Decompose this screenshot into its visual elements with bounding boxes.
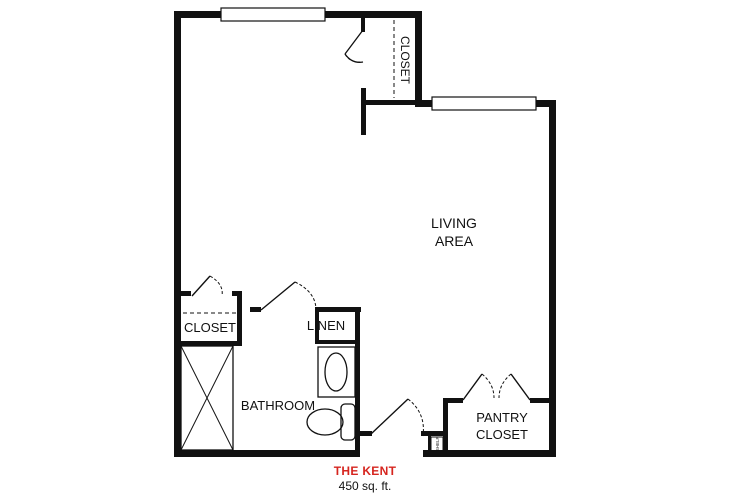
pantry-door-right: [510, 373, 531, 401]
bath-top-wall: [315, 307, 361, 312]
plan-area: 450 sq. ft.: [338, 479, 392, 493]
shower: [180, 345, 234, 451]
toilet: [306, 403, 356, 441]
closet-door-arc: [344, 53, 363, 63]
closet-door-swing: [344, 29, 364, 63]
exterior-walls: [174, 11, 556, 457]
sink-basin: [324, 352, 348, 392]
entry-stub-left: [360, 431, 372, 436]
top-closet: [344, 18, 415, 135]
toilet-tank: [340, 403, 356, 441]
pantry-door-right-arc: [498, 373, 512, 399]
label-shelf: SHELF: [435, 437, 440, 452]
window-top: [220, 7, 326, 22]
shower-outline: [180, 345, 234, 451]
bath-door: [260, 281, 296, 311]
pantry-closet: [443, 373, 549, 450]
wall-closet-right: [415, 11, 422, 107]
left-closet-right-wall: [237, 291, 242, 346]
vanity-outline: [317, 346, 356, 398]
label-pantry-1: PANTRY: [476, 410, 528, 425]
wall-bottom-left: [174, 450, 360, 457]
shelf-divider: [428, 436, 431, 450]
label-closet-left: CLOSET: [184, 320, 236, 335]
floor-plan: LIVING AREA CLOSET CLOSET LINEN BATHROOM…: [174, 7, 556, 457]
pantry-top-stub-left: [443, 398, 463, 403]
pantry-left-wall: [443, 398, 448, 450]
plan-title: THE KENT: [333, 464, 397, 478]
pantry-door-left: [462, 373, 483, 401]
bath-door-arc: [294, 281, 317, 311]
linen-left-wall: [315, 307, 319, 344]
bath-top-stub: [250, 307, 261, 312]
bathroom-walls: [250, 281, 361, 457]
label-bathroom: BATHROOM: [241, 398, 315, 413]
pantry-top-stub-right: [530, 398, 549, 403]
entry-stub-right: [421, 431, 445, 436]
left-closet-door-arc: [209, 275, 223, 297]
label-linen: LINEN: [307, 318, 345, 333]
left-closet: [181, 275, 242, 346]
wall-left: [174, 11, 181, 457]
wall-bottom-right: [423, 450, 556, 457]
label-living-area-2: AREA: [435, 233, 474, 249]
entry-door: [360, 398, 445, 437]
closet-stub-vertical: [361, 88, 366, 135]
shower-diagonal-2: [180, 345, 234, 451]
left-closet-bottom-wall: [181, 341, 242, 346]
left-closet-door: [191, 275, 211, 297]
sink: [317, 346, 356, 398]
bath-right-wall: [355, 307, 360, 457]
linen-bottom-wall: [315, 340, 360, 344]
label-closet-top: CLOSET: [398, 36, 412, 85]
closet-top-stub: [361, 18, 365, 32]
closet-bottom-wall: [361, 100, 415, 105]
window-right: [431, 96, 537, 111]
plan-caption: THE KENT 450 sq. ft.: [0, 464, 730, 493]
label-pantry-2: CLOSET: [476, 427, 528, 442]
entry-door-arc: [407, 398, 424, 437]
left-closet-top-stub: [181, 291, 191, 296]
label-living-area-1: LIVING: [431, 215, 477, 231]
entry-door-leaf: [370, 398, 409, 435]
pantry-door-left-arc: [481, 373, 495, 399]
toilet-bowl: [306, 408, 344, 436]
wall-right: [549, 100, 556, 457]
